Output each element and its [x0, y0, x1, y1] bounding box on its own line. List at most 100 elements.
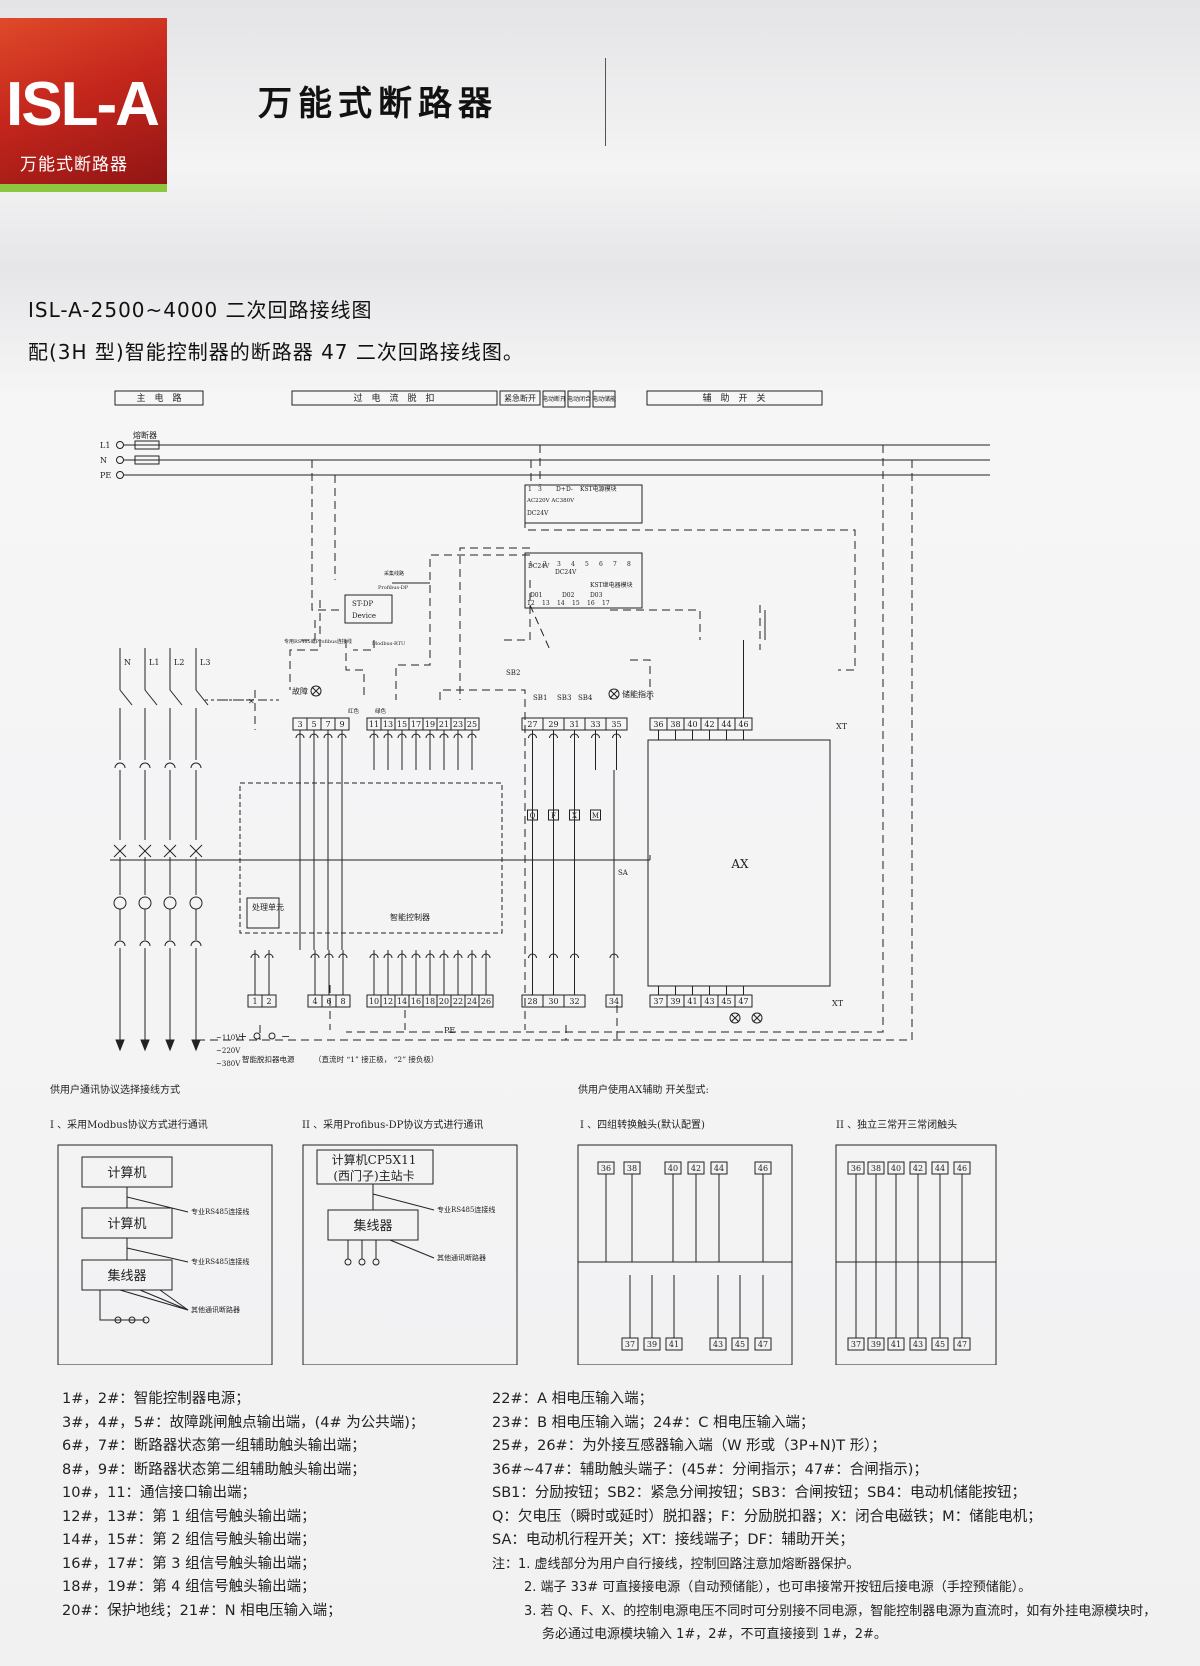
legend-item: 12#，13#：第 1 组信号触头输出端；	[62, 1508, 316, 1525]
ax2-bottom-terminal-label: 41	[891, 1340, 901, 1349]
power-module-ac: AC220V AC380V	[526, 498, 575, 504]
plug-symbol	[411, 953, 421, 959]
modbus-others: 其他通讯断路器	[191, 1305, 240, 1314]
legend-right: 22#：A 相电压输入端； 23#：B 相电压输入端；24#：C 相电压输入端；…	[492, 1388, 1156, 1647]
ax2-bottom-terminal-label: 45	[935, 1340, 945, 1349]
green-label: 绿色	[375, 707, 387, 715]
xt-bottom-label: XT	[832, 999, 844, 1008]
relay-pin-top: 1	[529, 561, 533, 568]
modbus-computer-1: 计算机	[107, 1166, 146, 1181]
diagram-heading: ISL-A-2500~4000 二次回路接线图	[28, 298, 373, 322]
modbus-hub: 集线器	[107, 1268, 146, 1284]
legend-item: 36#~47#：辅助触头端子：(45#：分闸指示；47#：合闸指示)；	[492, 1461, 928, 1478]
profibus-hub: 集线器	[353, 1218, 392, 1234]
ax2-top-terminal-label: 38	[871, 1164, 881, 1173]
plug-symbol	[397, 733, 407, 739]
volt-110: ~110V	[216, 1034, 241, 1042]
header-box-open: 电动断开	[542, 395, 566, 403]
terminal-bottom-label: 20	[439, 997, 449, 1006]
plug-symbol	[528, 953, 537, 959]
terminal-top-label: 38	[670, 720, 680, 729]
relay-pin-top: 7	[613, 561, 617, 568]
logo-accent-bar	[0, 184, 167, 192]
arrow-symbol	[165, 1039, 175, 1052]
comm-section-title: 供用户通讯协议选择接线方式	[50, 1083, 180, 1096]
arrow-symbol	[140, 1039, 150, 1052]
terminal-bottom-label: 43	[704, 997, 714, 1006]
power-module: KST电源模块 AC220V AC380V DC24V 1 3 D+ D-	[524, 484, 643, 524]
plug-symbol	[612, 733, 621, 739]
header-box-overcurrent: 过 电 流 脱 扣	[353, 392, 434, 404]
pole-plug	[114, 762, 126, 769]
profibus-rs485: 专业RS485连接线	[437, 1205, 495, 1214]
plug-symbol	[549, 953, 558, 959]
legend-item: 22#：A 相电压输入端；	[492, 1391, 654, 1407]
ax1-top-terminal-label: 42	[691, 1164, 701, 1173]
logo-subtitle: 万能式断路器	[20, 155, 128, 175]
collect-line-label: 采集线路	[384, 570, 404, 577]
ax-type2-title: II 、独立三常开三常闭触头	[836, 1118, 957, 1131]
relay-pin-top: 4	[571, 561, 575, 568]
plug-symbol	[411, 733, 421, 739]
logo-text: ISL-A	[6, 70, 160, 139]
coil-box	[590, 809, 601, 821]
terminal-top-label: 33	[590, 720, 600, 729]
legend-item: 18#，19#：第 4 组信号触头输出端；	[62, 1579, 316, 1595]
relay-dc1: DC24V	[528, 563, 550, 570]
xt-top-label: XT	[836, 722, 848, 731]
terminal-top-label: 9	[339, 720, 344, 729]
legend-item: SA：电动机行程开关；XT：接线端子；DF：辅助开关；	[492, 1532, 854, 1548]
fuse-label: 熔断器	[133, 430, 157, 440]
plug-symbol	[609, 953, 619, 959]
brand-logo: ISL-A 万能式断路器	[0, 18, 167, 192]
pole-plug	[139, 940, 151, 947]
terminal-top-label: 3	[297, 720, 302, 729]
terminal-bottom-label: 6	[326, 997, 331, 1006]
header-box-aux: 辅 助 开 关	[702, 392, 765, 404]
relay-pin-top: 6	[599, 561, 603, 568]
ax1-bottom-terminal-label: 41	[669, 1340, 679, 1349]
plug-symbol	[397, 953, 407, 959]
ax1-top-terminal-label: 40	[668, 1164, 678, 1173]
note-2: 2. 端子 33# 可直接接电源（自动预储能），也可串接常开按钮后接电源（手控预…	[524, 1580, 1032, 1595]
fault-label: 故障	[292, 686, 308, 696]
terminal-bottom-label: 4	[312, 997, 317, 1006]
terminal-top-label: 25	[467, 720, 477, 729]
legend-item: 1#，2#：智能控制器电源；	[62, 1391, 250, 1407]
power-pin-3: 3	[538, 486, 542, 493]
terminal-bottom-label: 2	[266, 997, 271, 1006]
terminal-top-label: 42	[704, 720, 714, 729]
plug-symbol	[338, 953, 348, 959]
terminal-top-label: 19	[425, 720, 435, 729]
pe-bottom-label: PE	[444, 1026, 455, 1035]
terminal-bottom-label: 39	[670, 997, 680, 1006]
relay-d03: D03	[590, 592, 603, 599]
relay-pin-bottom: 17	[602, 600, 610, 607]
plug-symbol	[570, 733, 579, 739]
pole-label: N	[124, 658, 131, 667]
profibus-dp-label: Profibus-DP	[378, 585, 409, 591]
modbus-rs485-1: 专业RS485连接线	[191, 1207, 249, 1216]
relay-pin-bottom: 12	[527, 600, 535, 607]
terminal-top-label: 13	[383, 720, 393, 729]
controller-box: 智能控制器 处理单元	[239, 782, 503, 934]
pole-plug	[190, 940, 202, 947]
volt-380: ~380V	[216, 1060, 241, 1068]
coil-label: M	[592, 812, 599, 820]
plug-symbol	[324, 953, 334, 959]
terminal-bottom-label: 16	[411, 997, 421, 1006]
bottom-note-1: 智能脱扣器电源	[242, 1054, 295, 1064]
terminal-bottom-label: 37	[653, 997, 663, 1006]
ct-symbol	[113, 896, 127, 910]
legend-item: 3#，4#，5#：故障跳闸触点输出端，(4# 为公共端)；	[62, 1414, 425, 1431]
ct-symbol	[138, 896, 152, 910]
power-pin-dp: D+	[556, 486, 566, 493]
misc-labels: 故障 储能指示 红色 绿色 SB2 SB1 SB3 SB4 XT XT PE ~…	[216, 669, 848, 1068]
plug-symbol	[309, 733, 319, 739]
terminal-top-label: 29	[548, 720, 558, 729]
pole-plug	[139, 762, 151, 769]
ax2-top-terminal-label: 40	[891, 1164, 901, 1173]
terminal-bottom-label: 12	[383, 997, 393, 1006]
